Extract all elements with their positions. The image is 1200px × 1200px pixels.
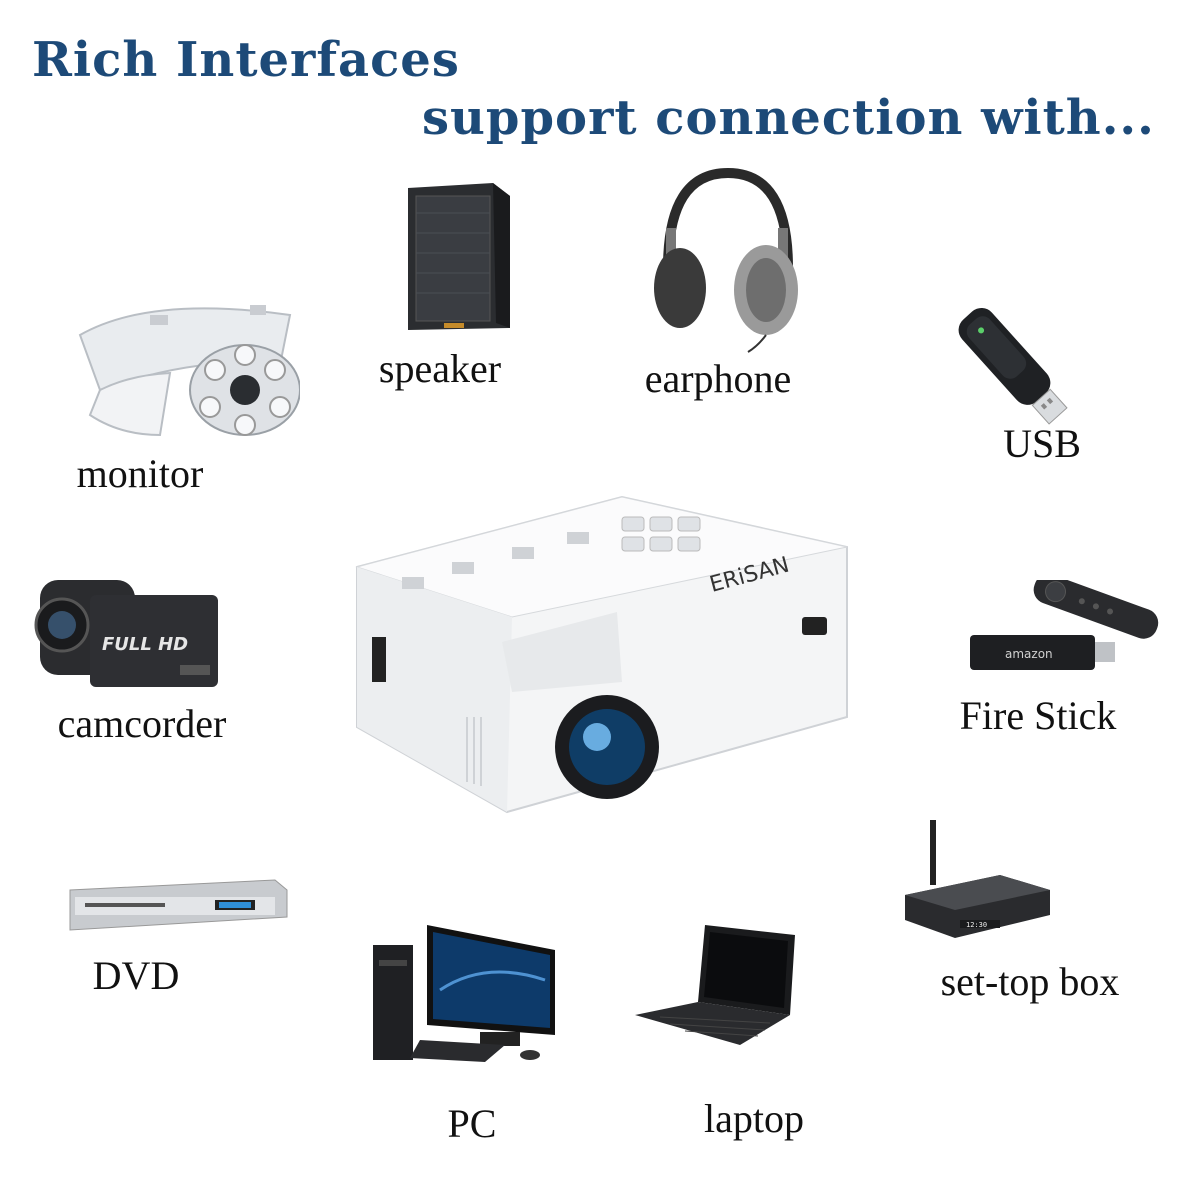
headline-line-2: support connection with...	[422, 90, 1155, 146]
laptop-icon	[630, 920, 800, 1050]
headphones-icon	[648, 168, 808, 353]
fire-stick-icon: amazon	[965, 580, 1165, 680]
device-label-monitor: monitor	[76, 451, 204, 496]
projector-icon: ERiSAN	[352, 492, 852, 827]
security-camera-icon	[60, 295, 300, 445]
set-top-box-icon: 12:30	[900, 820, 1055, 945]
device-label-speaker: speaker	[378, 346, 502, 391]
camcorder-icon: FULL HD	[20, 555, 220, 695]
device-label-firestick: Fire Stick	[959, 693, 1117, 738]
headline-line-1: Rich Interfaces	[32, 32, 460, 88]
device-label-earphone: earphone	[644, 356, 792, 401]
usb-drive-icon	[935, 282, 1075, 437]
device-label-pc: PC	[447, 1101, 497, 1146]
desktop-pc-icon	[365, 920, 565, 1065]
device-label-settop: set-top box	[940, 959, 1120, 1004]
device-label-usb: USB	[1003, 421, 1081, 466]
device-label-camcorder: camcorder	[57, 701, 227, 746]
svg-text:12:30: 12:30	[966, 921, 987, 929]
device-label-dvd: DVD	[92, 953, 180, 998]
speaker-icon	[398, 178, 518, 338]
dvd-player-icon	[65, 875, 290, 935]
device-label-laptop: laptop	[704, 1096, 804, 1141]
camcorder-badge-text: FULL HD	[102, 634, 188, 655]
firestick-brand-text: amazon	[1005, 647, 1053, 661]
